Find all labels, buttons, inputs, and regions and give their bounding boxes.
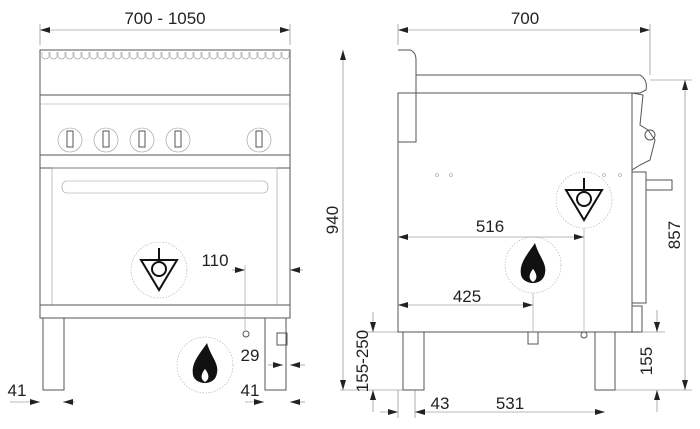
- equipotential-terminal: [580, 331, 588, 339]
- oven-handle: [645, 179, 673, 191]
- side-view: 700 516 425 857 155 155-250 43 531: [340, 9, 692, 418]
- dimension-depth: 700: [511, 9, 539, 28]
- backsplash: [398, 49, 417, 143]
- gas-pipe: [527, 331, 539, 345]
- dimension-leg-offset: 43: [431, 394, 450, 413]
- dimension-gas-height: 29: [241, 346, 260, 365]
- knob-icon: [644, 129, 656, 141]
- top-plate: [416, 74, 647, 94]
- knob-icon: [246, 127, 272, 153]
- gas-pipe: [276, 332, 288, 346]
- knob-icon: [93, 127, 119, 153]
- control-panel: [631, 92, 656, 171]
- side-body: [397, 92, 633, 333]
- control-knobs: [57, 127, 272, 153]
- appliance-body: [39, 49, 291, 319]
- equipotential-icon: [555, 171, 613, 229]
- oven-handle: [61, 180, 269, 194]
- leg: [402, 331, 425, 391]
- equipotential-terminal: [242, 330, 250, 338]
- front-view: 700 - 1050 940 110 29 41 41: [8, 9, 346, 405]
- dimension-width: 700 - 1050: [124, 9, 205, 28]
- knob-icon: [129, 127, 155, 153]
- dimension-leg-span: 531: [496, 394, 524, 413]
- dimension-height: 940: [323, 206, 342, 234]
- oven-door: [631, 171, 647, 304]
- dimension-equipotential: 516: [476, 217, 504, 236]
- dimension-adjustable-leg: 155-250: [353, 330, 372, 392]
- dimension-height: 857: [665, 221, 684, 249]
- dimension-gas: 425: [453, 287, 481, 306]
- gas-flame-icon: [504, 236, 562, 294]
- oven-door: [51, 167, 278, 306]
- door-hinge: [631, 305, 643, 333]
- screw-holes: [435, 173, 622, 177]
- leg: [42, 317, 65, 391]
- leg: [594, 331, 616, 391]
- knob-icon: [165, 127, 191, 153]
- knob-icon: [57, 127, 83, 153]
- dimension-leg-left: 41: [8, 381, 27, 400]
- equipotential-icon: [130, 241, 188, 299]
- dimension-leg-height: 155: [637, 347, 656, 375]
- dimension-gas-offset: 110: [201, 251, 228, 270]
- grate-edge: [41, 52, 290, 60]
- gas-flame-icon: [176, 336, 234, 394]
- top-grate: [41, 52, 290, 60]
- dimension-leg-right: 41: [241, 381, 260, 400]
- leg: [264, 317, 287, 391]
